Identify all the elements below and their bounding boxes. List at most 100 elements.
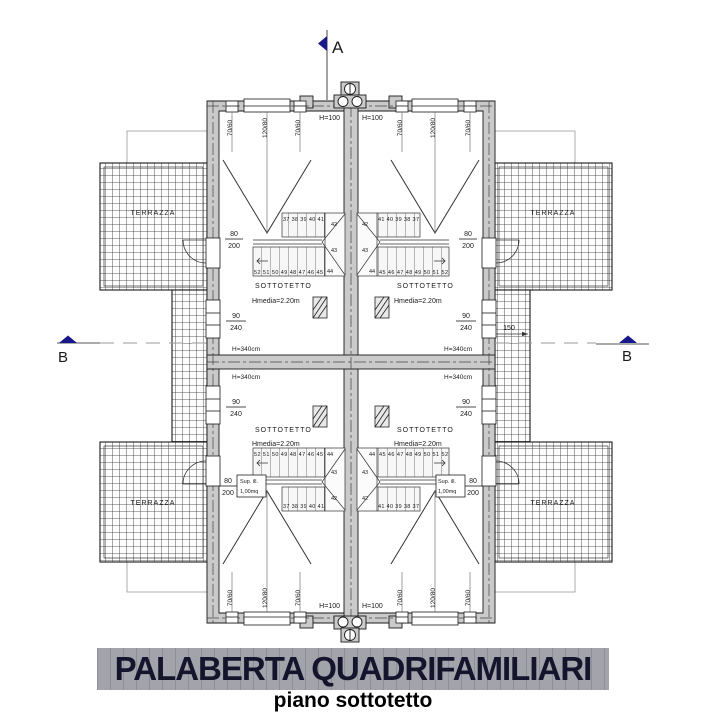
door-dim-w: 80 <box>224 478 232 485</box>
terrace-labels: TERRAZZA TERRAZZA TERRAZZA TERRAZZA <box>131 210 576 507</box>
section-b-label: B <box>622 348 632 365</box>
eave-height-label: H=100 <box>362 115 383 122</box>
roof-window-icon <box>374 296 390 319</box>
terrace-label: TERRAZZA <box>131 500 176 507</box>
tread-number: 42 <box>331 496 337 502</box>
chimney-bottom <box>333 615 367 643</box>
tread-number: 43 <box>362 248 368 254</box>
section-b-triangle-icon <box>59 335 77 343</box>
roof-window-icon <box>374 405 390 428</box>
room-name: SOTTOTETTO <box>397 283 454 290</box>
window-dim: 120/80 <box>430 588 437 608</box>
door-dim-labels: 80 200 80 200 90 240 90 240 90 240 90 24… <box>222 231 479 497</box>
avg-height-label: Hmedia=2.20m <box>252 298 300 305</box>
tread-number: 44 <box>327 269 333 275</box>
section-marker-b-left: B <box>57 335 207 366</box>
side-window-dim-h: 240 <box>460 411 472 418</box>
eave-height-label: H=100 <box>319 115 340 122</box>
section-a-triangle-icon <box>318 36 327 51</box>
terrace-label: TERRAZZA <box>131 210 176 217</box>
eave-height-label: H=100 <box>319 603 340 610</box>
door-dim-h: 200 <box>462 243 474 250</box>
tread-numbers: 37 38 39 40 41 <box>283 217 324 223</box>
chimney-top <box>333 81 367 109</box>
section-b-triangle-icon <box>619 335 637 343</box>
window-dim: 120/80 <box>262 588 269 608</box>
fraction-lines <box>220 238 482 487</box>
sup-ill-boxes: Sup. ill. 1,00mq Sup. ill. 1,00mq <box>236 474 466 498</box>
terrace-label: TERRAZZA <box>531 500 576 507</box>
tread-numbers: 37 38 39 40 41 <box>283 504 324 510</box>
floor-subtitle: piano sottotetto <box>273 689 433 712</box>
tread-number: 44 <box>369 269 375 275</box>
window-dim: 70/60 <box>227 589 234 606</box>
tread-number: 43 <box>362 470 368 476</box>
window-dim: 70/60 <box>465 119 472 136</box>
window-dim: 70/60 <box>465 589 472 606</box>
door-dim-h: 200 <box>467 490 479 497</box>
sup-ill-value: 1,00mq <box>240 489 258 495</box>
room-name: SOTTOTETTO <box>255 283 312 290</box>
avg-height-label: Hmedia=2.20m <box>394 441 442 448</box>
stair-bottom-right <box>356 447 450 512</box>
terrace-strip-left <box>171 289 208 443</box>
internal-height-label: H=340cm <box>444 374 472 381</box>
side-window-dim-w: 90 <box>232 313 240 320</box>
wall-openings <box>205 98 497 626</box>
internal-height-label: H=340cm <box>232 374 260 381</box>
sup-ill-value: 1,00mq <box>438 489 456 495</box>
door-dim-w: 80 <box>230 231 238 238</box>
room-name: SOTTOTETTO <box>255 427 312 434</box>
window-dim: 70/60 <box>397 119 404 136</box>
tread-number: 42 <box>331 222 337 228</box>
stair-bottom-left <box>252 447 346 512</box>
window-dim: 70/60 <box>397 589 404 606</box>
tread-numbers: 41 40 39 38 37 <box>378 504 419 510</box>
roof-window-icon <box>312 296 328 319</box>
stair-numbers: 37 38 39 40 41 42 43 44 52 51 50 49 48 4… <box>254 217 448 510</box>
dimension-extension-lines <box>231 112 471 612</box>
tread-number: 43 <box>331 248 337 254</box>
terrace-label: TERRAZZA <box>531 210 576 217</box>
sup-ill-label: Sup. ill. <box>240 479 259 485</box>
window-dim: 70/60 <box>295 119 302 136</box>
window-dim: 70/60 <box>227 119 234 136</box>
terrace-top-left <box>99 162 208 291</box>
door-dim-w: 80 <box>464 231 472 238</box>
roof-window-icon <box>312 405 328 428</box>
side-window-dim-w: 90 <box>462 399 470 406</box>
section-marker-a: A <box>318 30 344 100</box>
roof-window-symbols <box>312 296 390 428</box>
terrace-top-right <box>494 162 613 291</box>
internal-height-label: H=340cm <box>444 346 472 353</box>
window-dim: 120/80 <box>430 118 437 138</box>
window-dim-labels: 70/60 120/80 70/60 70/60 120/80 70/60 70… <box>227 118 472 608</box>
tread-numbers: 45 46 47 48 49 50 51 52 <box>379 452 448 458</box>
section-b-label: B <box>58 349 68 366</box>
tread-numbers: 52 51 50 49 48 47 46 45 <box>254 270 323 276</box>
tread-numbers: 45 46 47 48 49 50 51 52 <box>379 270 448 276</box>
terrace-bottom-right <box>494 441 613 563</box>
side-window-dim-h: 240 <box>230 411 242 418</box>
title-banner: PALABERTA QUADRIFAMILIARI <box>97 648 609 690</box>
tread-number: 44 <box>369 452 375 458</box>
sup-ill-label: Sup. ill. <box>438 479 457 485</box>
terrace-bottom-left <box>99 441 208 563</box>
tread-numbers: 52 51 50 49 48 47 46 45 <box>254 452 323 458</box>
tread-numbers: 41 40 39 38 37 <box>378 217 419 223</box>
internal-height-label: H=340cm <box>232 346 260 353</box>
side-window-dim-h: 240 <box>230 325 242 332</box>
dim-150: 150 <box>496 325 528 337</box>
door-dim-w: 80 <box>469 478 477 485</box>
window-dim: 70/60 <box>295 589 302 606</box>
side-window-dim-h: 240 <box>460 325 472 332</box>
side-window-dim-w: 90 <box>462 313 470 320</box>
section-marker-b-right: B <box>495 335 649 365</box>
terraces <box>99 162 613 563</box>
dim-150-value: 150 <box>503 325 515 332</box>
door-swings <box>182 239 520 485</box>
window-dim: 120/80 <box>262 118 269 138</box>
project-title: PALABERTA QUADRIFAMILIARI <box>114 650 593 687</box>
tread-number: 42 <box>362 222 368 228</box>
tread-number: 43 <box>331 470 337 476</box>
